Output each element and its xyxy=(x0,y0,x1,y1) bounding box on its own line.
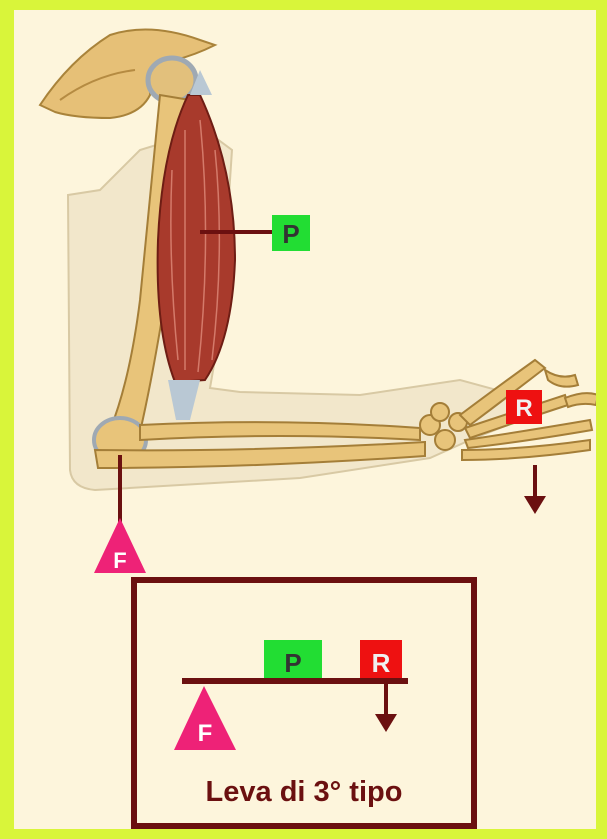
arm-illustration xyxy=(40,30,596,525)
arm-lever-diagram: P R F P R F Leva di 3° tipo xyxy=(14,10,596,829)
inset-p-text: P xyxy=(284,648,301,678)
diagram-canvas: P R F P R F Leva di 3° tipo xyxy=(14,10,596,829)
arm-p-label: P xyxy=(272,215,310,251)
inset-f-text: F xyxy=(198,720,213,747)
arm-f-label: F xyxy=(94,518,146,573)
inset-r-text: R xyxy=(372,648,391,678)
r-arrow-head xyxy=(524,496,546,514)
lever-inset: P R F Leva di 3° tipo xyxy=(134,580,474,826)
arm-f-text: F xyxy=(113,548,126,573)
arm-r-label: R xyxy=(506,390,542,424)
arm-p-text: P xyxy=(282,219,299,249)
arm-r-text: R xyxy=(515,395,532,422)
inset-r-arrow-head xyxy=(375,714,397,732)
lever-caption: Leva di 3° tipo xyxy=(206,776,403,808)
